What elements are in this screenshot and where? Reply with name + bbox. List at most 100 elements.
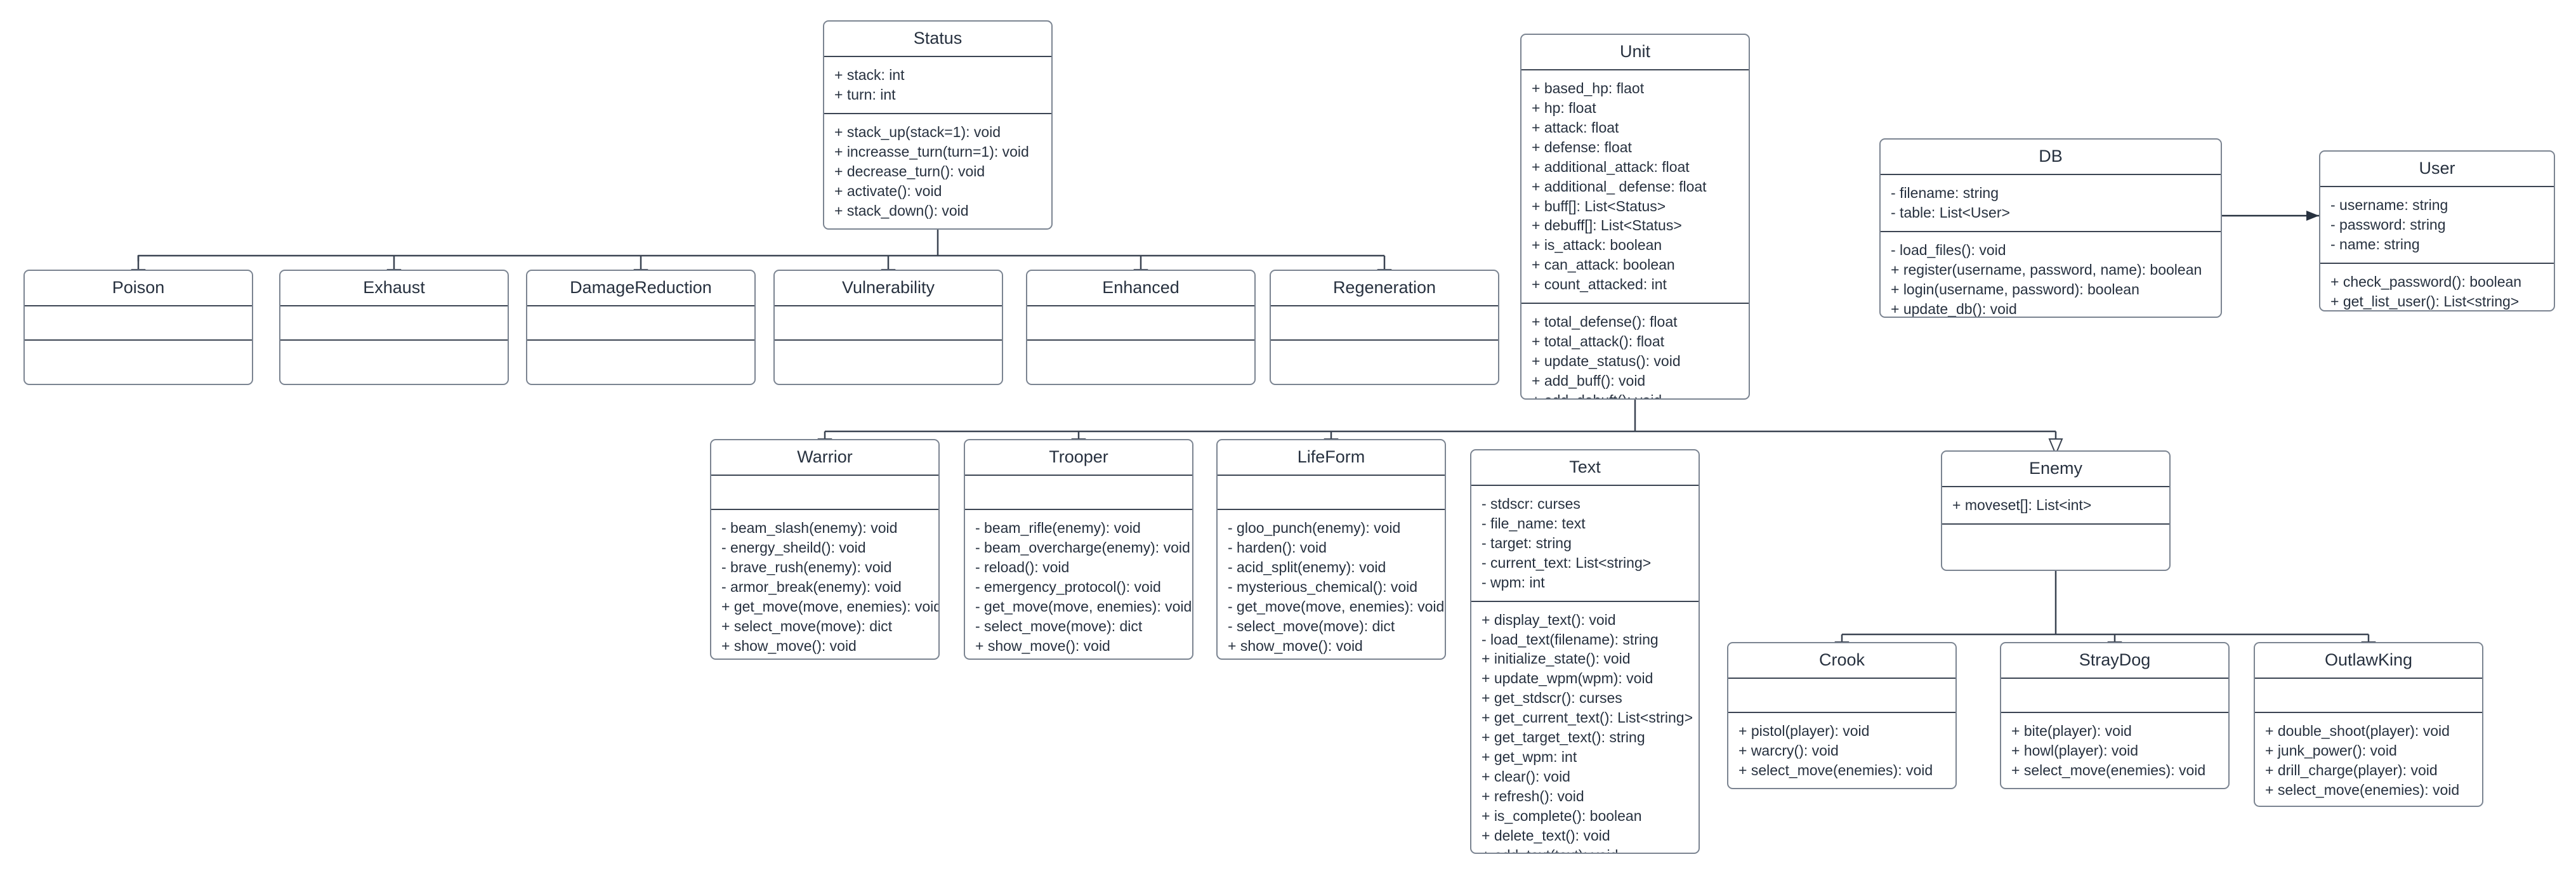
class-box-outlawking[interactable]: OutlawKing + double_shoot(player): void … [2254,642,2483,807]
attributes-compartment-lifeform [1218,476,1445,510]
class-title-enemy: Enemy [1942,452,2169,487]
methods-compartment-vulnerability [775,341,1002,384]
attribute-row: - name: string [2330,235,2420,252]
method-row: - harden(): void [1228,539,1327,556]
attributes-compartment-vulnerability [775,306,1002,341]
attributes-compartment-status: + stack: int + turn: int [824,57,1051,114]
methods-compartment-lifeform: - gloo_punch(enemy): void - harden(): vo… [1218,510,1445,658]
class-box-warrior[interactable]: Warrior - beam_slash(enemy): void - ener… [710,439,940,660]
attributes-compartment-regeneration [1271,306,1498,341]
attribute-row: - file_name: text [1482,514,1586,532]
class-title-outlawking: OutlawKing [2255,643,2482,679]
method-row: + double_shoot(player): void [2265,723,2450,739]
attributes-compartment-outlawking [2255,679,2482,713]
class-title-regeneration: Regeneration [1271,271,1498,306]
class-title-lifeform: LifeForm [1218,440,1445,476]
attribute-row: + debuff[]: List<Status> [1532,217,1682,234]
enemy-generalization-tree [1842,571,2369,642]
attribute-row: - password: string [2330,216,2446,233]
method-row: + select_move(enemies): void [2011,761,2206,778]
method-row: - select_move(move): dict [1228,617,1395,634]
method-row: + stack_down(): void [834,202,969,219]
method-row: - emergency_protocol(): void [975,578,1161,595]
class-box-straydog[interactable]: StrayDog + bite(player): void + howl(pla… [2000,642,2230,789]
method-row: + pistol(player): void [1738,723,1870,739]
methods-compartment-damagereduction [527,341,754,384]
class-title-trooper: Trooper [965,440,1192,476]
attribute-row: + turn: int [834,86,896,103]
class-box-trooper[interactable]: Trooper - beam_rifle(enemy): void - beam… [964,439,1193,660]
method-row: + get_target_text(): string [1482,729,1645,746]
method-row: + initialize_state(): void [1482,650,1631,667]
method-row: + stack_up(stack=1): void [834,123,1001,140]
methods-compartment-crook: + pistol(player): void + warcry(): void … [1728,713,1955,788]
class-title-crook: Crook [1728,643,1955,679]
class-box-damagereduction[interactable]: DamageReduction [526,270,756,385]
method-row: + get_move(move, enemies): void [721,598,940,615]
method-row: - load_files(): void [1891,241,2006,258]
attribute-row: + count_attacked: int [1532,276,1667,293]
method-row: - armor_break(enemy): void [721,578,902,595]
class-box-exhaust[interactable]: Exhaust [279,270,509,385]
attributes-compartment-text: - stdscr: curses - file_name: text - tar… [1471,486,1699,602]
method-row: + get_stdscr(): curses [1482,690,1622,707]
method-row: - beam_slash(enemy): void [721,520,898,536]
class-box-unit[interactable]: Unit + based_hp: flaot + hp: float + att… [1520,34,1750,400]
method-row: - select_move(move): dict [975,617,1143,634]
method-row: + add_text(text): void [1482,846,1690,853]
methods-compartment-text: + display_text(): void - load_text(filen… [1471,602,1699,853]
class-box-crook[interactable]: Crook + pistol(player): void + warcry():… [1727,642,1957,789]
method-row: + activate(): void [834,182,942,199]
attributes-compartment-poison [25,306,252,341]
attributes-compartment-crook [1728,679,1955,713]
method-row: + refresh(): void [1482,787,1584,804]
class-title-exhaust: Exhaust [280,271,508,306]
method-row: + get_list_user(): List<string> [2330,292,2520,310]
method-row: + clear(): void [1482,768,1570,785]
attribute-row: + stack: int [834,67,905,83]
class-title-vulnerability: Vulnerability [775,271,1002,306]
class-box-regeneration[interactable]: Regeneration [1270,270,1499,385]
method-row: + drill_charge(player): void [2265,761,2438,778]
class-box-status[interactable]: Status + stack: int + turn: int + stack_… [823,20,1053,230]
attribute-row: - current_text: List<string> [1482,554,1652,571]
method-row: + increasse_turn(turn=1): void [834,143,1029,160]
class-box-enhanced[interactable]: Enhanced [1026,270,1256,385]
attribute-row: - stdscr: curses [1482,495,1580,512]
attribute-row: + hp: float [1532,99,1596,116]
method-row: + update_wpm(wpm): void [1482,670,1653,687]
class-box-enemy[interactable]: Enemy + moveset[]: List<int> [1941,450,2171,571]
attribute-row: - username: string [2330,197,2448,213]
method-row: - reload(): void [975,558,1070,575]
class-title-enhanced: Enhanced [1027,271,1254,306]
methods-compartment-enemy [1942,525,2169,570]
class-box-user[interactable]: User - username: string - password: stri… [2319,150,2555,311]
method-row: + is_complete(): boolean [1482,807,1642,824]
method-row: - load_text(filename): string [1482,631,1659,648]
method-row: - beam_rifle(enemy): void [975,520,1141,536]
methods-compartment-poison [25,341,252,384]
class-box-lifeform[interactable]: LifeForm - gloo_punch(enemy): void - har… [1216,439,1446,660]
attribute-row: + based_hp: flaot [1532,80,1645,96]
method-row: + register(username, password, name): bo… [1891,261,2202,278]
class-title-straydog: StrayDog [2001,643,2228,679]
attribute-row: + additional_ defense: float [1532,178,1707,195]
methods-compartment-regeneration [1271,341,1498,384]
class-box-poison[interactable]: Poison [23,270,253,385]
attributes-compartment-damagereduction [527,306,754,341]
method-row: - get_move(move, enemies): void [1228,598,1445,615]
class-box-text[interactable]: Text - stdscr: curses - file_name: text … [1470,449,1700,854]
method-row: + check_password(): boolean [2330,273,2522,290]
class-title-unit: Unit [1521,35,1749,70]
unit-generalization-tree [825,400,2056,439]
attribute-row: + moveset[]: List<int> [1952,497,2092,513]
attribute-row: + is_attack: boolean [1532,237,1662,254]
method-row: - acid_split(enemy): void [1228,558,1386,575]
class-box-db[interactable]: DB - filename: string - table: List<User… [1879,138,2222,318]
methods-compartment-exhaust [280,341,508,384]
attribute-row: + attack: float [1532,119,1619,136]
class-box-vulnerability[interactable]: Vulnerability [773,270,1003,385]
methods-compartment-status: + stack_up(stack=1): void + increasse_tu… [824,114,1051,228]
method-row: + bite(player): void [2011,723,2132,739]
